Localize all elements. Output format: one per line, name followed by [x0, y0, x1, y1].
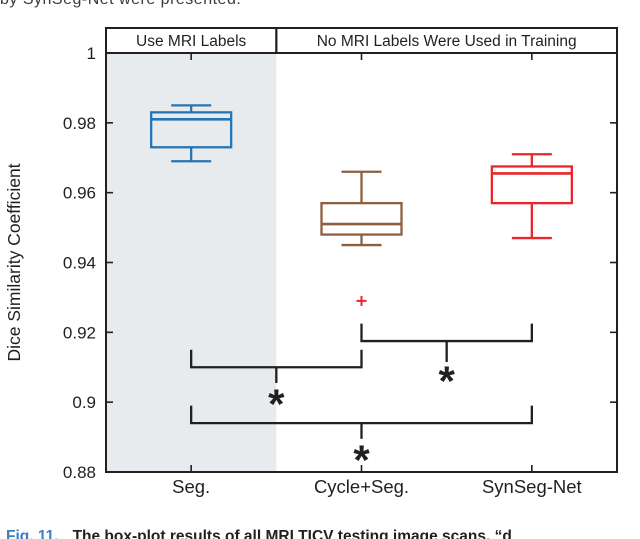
significance-asterisk-1: * — [268, 380, 285, 427]
cropped-caption-bottom: Fig. 11. The box-plot results of all MRI … — [6, 527, 636, 539]
caption-figure-number: Fig. 11. — [6, 528, 59, 539]
significance-bracket-0 — [360, 323, 533, 343]
shaded-region-0 — [106, 53, 277, 472]
box-2 — [490, 165, 573, 205]
y-tick-label-4: 0.92 — [63, 323, 96, 342]
x-category-label-0: Seg. — [172, 476, 210, 497]
y-tick-label-6: 0.88 — [63, 463, 96, 482]
y-tick-label-5: 0.9 — [72, 393, 96, 412]
y-tick-label-3: 0.94 — [63, 254, 96, 273]
significance-asterisk-2: * — [353, 436, 370, 483]
box-1 — [320, 201, 403, 236]
header-group-label-0: Use MRI Labels — [136, 33, 247, 50]
caption-text: The box-plot results of all MRI TICV tes… — [72, 528, 512, 539]
y-tick-label-0: 1 — [87, 44, 96, 63]
y-tick-label-2: 0.96 — [63, 184, 96, 203]
boxplot-chart: Use MRI Labels No MRI Labels Were Used in… — [4, 27, 618, 497]
x-category-label-2: SynSeg-Net — [482, 476, 582, 497]
y-tick-label-1: 0.98 — [63, 114, 96, 133]
header-group-label-1: No MRI Labels Were Used in Training — [317, 33, 577, 50]
significance-asterisk-0: * — [438, 358, 455, 405]
x-category-label-1: Cycle+Seg. — [314, 476, 409, 497]
y-axis-title: Dice Similarity Coefficient — [4, 163, 24, 361]
cropped-text-top: by SynSeg-Net were presented. — [0, 0, 300, 12]
box-0 — [150, 111, 233, 149]
caption-line: Fig. 11. The box-plot results of all MRI … — [6, 528, 512, 539]
cropped-text-top-line: by SynSeg-Net were presented. — [0, 0, 241, 9]
